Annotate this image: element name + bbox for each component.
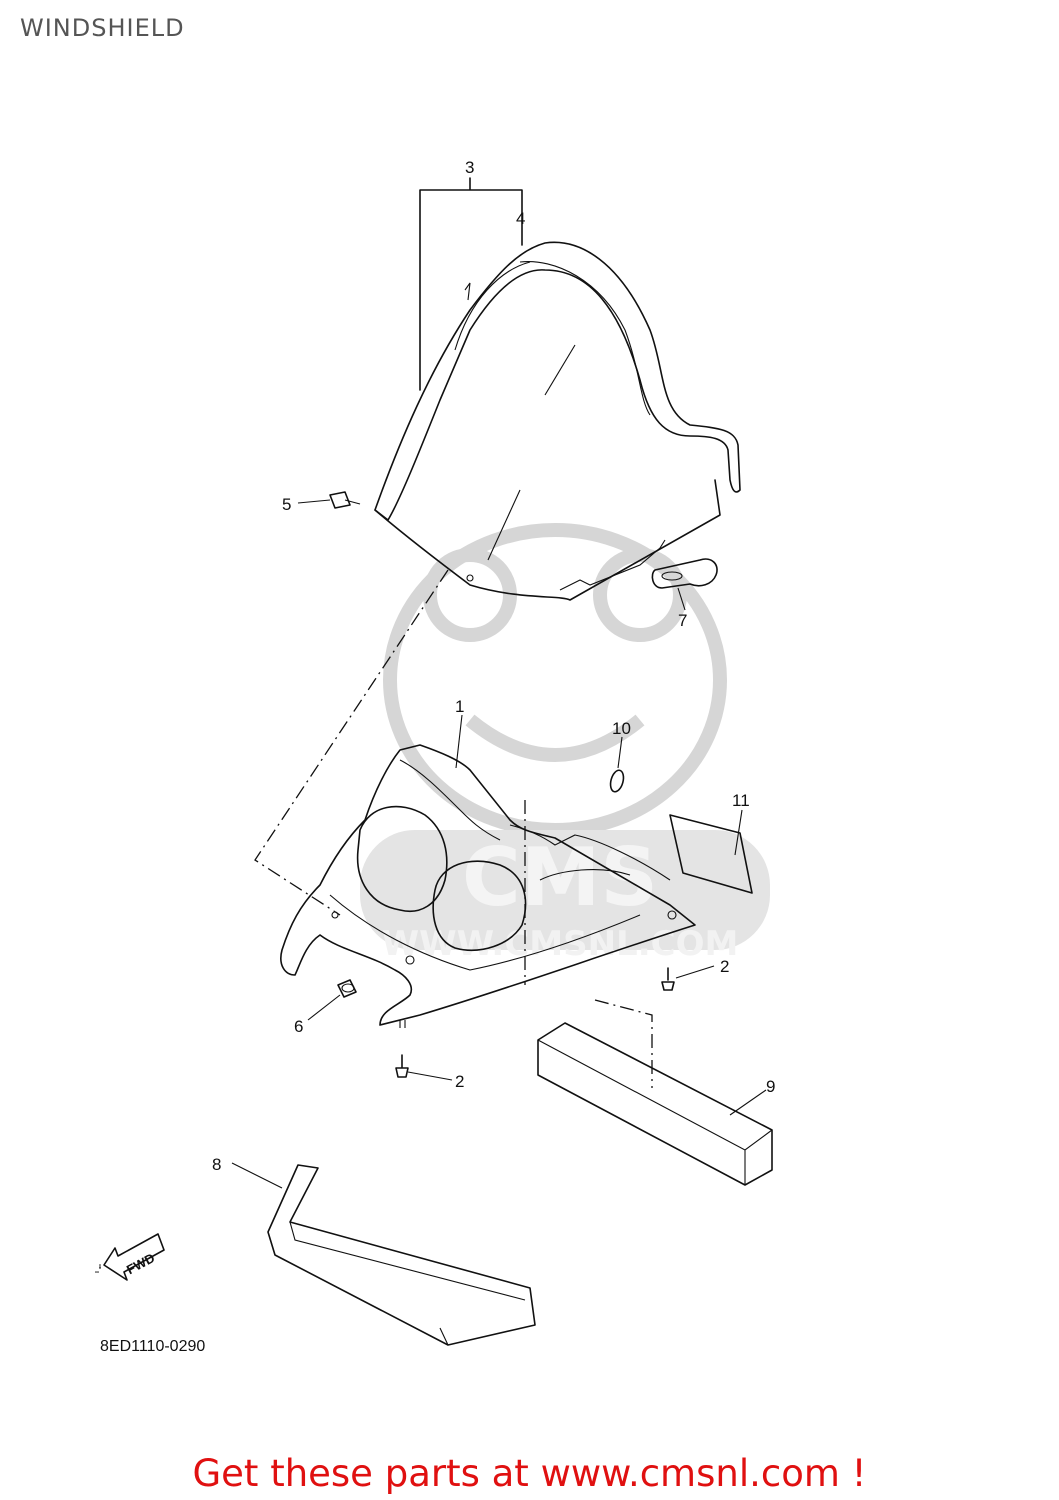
callout-11: 11 bbox=[732, 791, 750, 810]
watermark-logo: CMS WWW.CMSNL.COM bbox=[360, 523, 770, 964]
callout-6: 6 bbox=[294, 1017, 303, 1036]
watermark-text: CMS bbox=[462, 831, 658, 924]
bolt-part-2-bottom bbox=[395, 1054, 409, 1078]
callout-4: 4 bbox=[516, 209, 525, 228]
fwd-label: FWD bbox=[124, 1250, 157, 1277]
promo-link[interactable]: Get these parts at www.cmsnl.com ! bbox=[192, 1452, 867, 1495]
page-title: WINDSHIELD bbox=[20, 14, 185, 42]
callout-10: 10 bbox=[612, 719, 631, 738]
foam-block-part-9 bbox=[537, 1022, 773, 1186]
screw-part-5 bbox=[329, 491, 361, 509]
callout-2-bottom: 2 bbox=[455, 1072, 464, 1091]
callout-7: 7 bbox=[678, 611, 687, 630]
reference-lines bbox=[254, 177, 653, 1088]
drawing-code: 8ED1110-0290 bbox=[100, 1338, 206, 1355]
callout-3: 3 bbox=[465, 158, 474, 177]
callout-5: 5 bbox=[282, 495, 291, 514]
bolt-part-2-right bbox=[661, 967, 675, 991]
bracket-part-7 bbox=[651, 558, 718, 589]
pad-part-11 bbox=[669, 814, 753, 894]
foam-strip-part-8 bbox=[267, 1164, 536, 1346]
fwd-arrow-icon: FWD bbox=[95, 1233, 165, 1281]
callout-8: 8 bbox=[212, 1155, 221, 1174]
grommet-part-6 bbox=[337, 979, 357, 998]
callout-9: 9 bbox=[766, 1077, 775, 1096]
leader-lines bbox=[231, 499, 767, 1189]
clip-part-10 bbox=[609, 769, 625, 793]
callout-1: 1 bbox=[455, 697, 464, 716]
cowling-part-1 bbox=[280, 744, 696, 1028]
callout-2-right: 2 bbox=[720, 957, 729, 976]
callouts: 1 2 2 3 4 5 6 7 8 9 10 11 bbox=[212, 158, 775, 1174]
windshield-screen bbox=[374, 241, 741, 601]
